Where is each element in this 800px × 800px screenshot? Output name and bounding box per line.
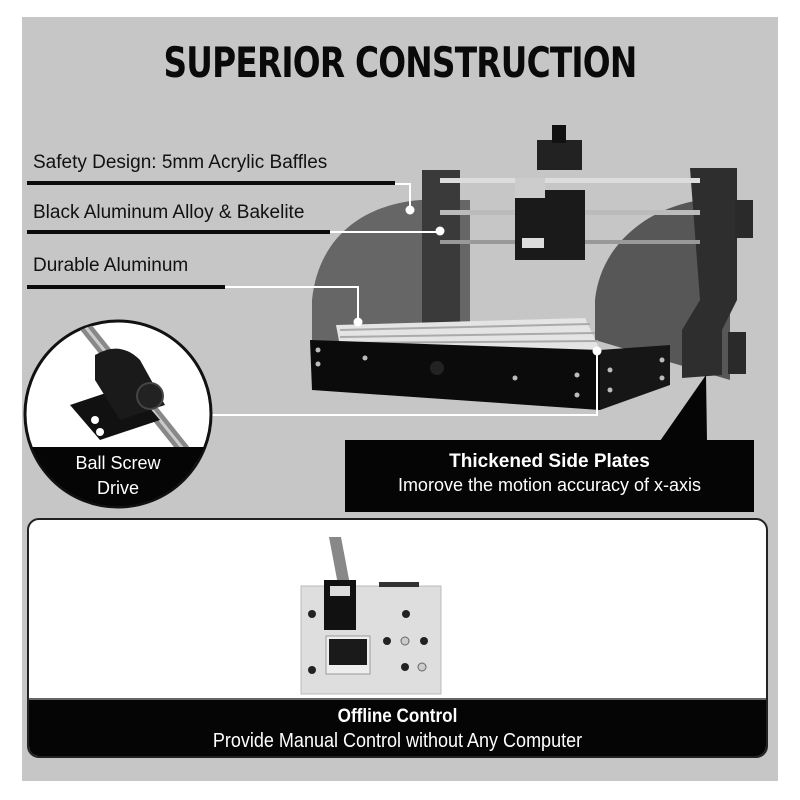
feature-label-safety-design: Safety Design: 5mm Acrylic Baffles <box>33 152 328 173</box>
offline-control-title: Offline Control <box>337 706 458 727</box>
offline-control-subtitle: Provide Manual Control without Any Compu… <box>212 730 583 752</box>
feature-label-durable-aluminum: Durable Aluminum <box>33 255 189 276</box>
ball-screw-label-line1: Ball Screw <box>75 453 161 473</box>
page-title: SUPERIOR CONSTRUCTION <box>163 38 637 87</box>
offline-controller-image <box>300 537 442 695</box>
feature-underline <box>27 230 330 234</box>
side-plates-title: Thickened Side Plates <box>449 451 650 472</box>
side-plates-callout: Thickened Side Plates Imorove the motion… <box>345 440 754 512</box>
offline-control-band: Offline Control Provide Manual Control w… <box>29 698 766 756</box>
offline-control-card: Offline Control Provide Manual Control w… <box>27 518 768 758</box>
ball-screw-label-line2: Drive <box>96 478 139 498</box>
side-plates-subtitle: Imorove the motion accuracy of x-axis <box>397 475 702 495</box>
ball-screw-label: Ball Screw Drive <box>24 451 212 501</box>
feature-label-aluminum-alloy: Black Aluminum Alloy & Bakelite <box>33 202 305 223</box>
feature-underline <box>27 285 225 289</box>
feature-underline <box>27 181 395 185</box>
